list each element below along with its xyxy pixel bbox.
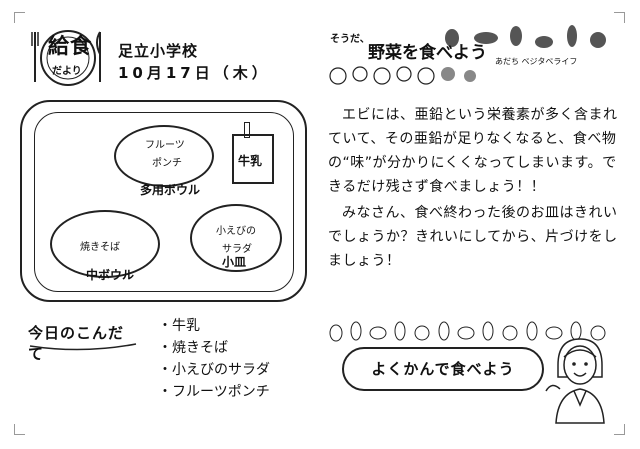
milk-label: 牛乳 bbox=[238, 154, 263, 168]
medium-bowl bbox=[50, 210, 160, 278]
issue-date: 10月17日（木） bbox=[118, 64, 271, 82]
crop-mark-bottom-right bbox=[614, 424, 625, 435]
large-bowl-item-line-2: ポンチ bbox=[152, 158, 182, 169]
newsletter-logo: 給食 だより bbox=[30, 24, 102, 90]
menu-heading: 今日のこんだて bbox=[28, 316, 138, 363]
small-plate-item-line-2: サラダ bbox=[222, 244, 252, 255]
vegetable-row-icon bbox=[329, 321, 606, 342]
lunch-tray-inner bbox=[34, 112, 294, 292]
large-bowl bbox=[114, 125, 214, 187]
article-body: エビには、亜鉛という栄養素が多く含まれていて、その亜鉛が足りなくなると、食べ物の… bbox=[328, 103, 618, 273]
slogan-text: よくかんで食べよう bbox=[371, 360, 515, 378]
plate-icon bbox=[31, 30, 101, 86]
medium-bowl-label: 中ボウル bbox=[86, 268, 135, 282]
school-name: 足立小学校 bbox=[118, 42, 199, 60]
crop-mark-top-left bbox=[14, 12, 25, 23]
nutritionist-illustration bbox=[544, 335, 616, 425]
article-paragraph: みなさん、食べ終わった後のお皿はきれいでしょうか？きれいにしてから、片づけをしま… bbox=[328, 205, 618, 269]
milk-carton: 牛乳 bbox=[232, 122, 274, 184]
vegetable-banner bbox=[326, 24, 614, 90]
logo-title: 給食 bbox=[48, 34, 92, 58]
small-plate-item-line-1: 小えびの bbox=[216, 226, 256, 237]
large-bowl-label: 多用ボウル bbox=[140, 183, 201, 197]
straw-icon bbox=[244, 122, 250, 138]
small-plate-label: 小皿 bbox=[222, 255, 247, 269]
article-paragraph: エビには、亜鉛という栄養素が多く含まれていて、その亜鉛が足りなくなると、食べ物の… bbox=[328, 107, 618, 195]
medium-bowl-item: 焼きそば bbox=[80, 242, 120, 253]
menu-heading-underline bbox=[29, 343, 137, 351]
large-bowl-item-line-1: フルーツ bbox=[145, 140, 185, 151]
small-plate bbox=[190, 204, 282, 272]
vegetable-divider bbox=[326, 319, 616, 343]
menu-heading-text: 今日のこんだて bbox=[28, 324, 125, 363]
crop-mark-bottom-left bbox=[14, 424, 25, 435]
crop-mark-top-right bbox=[614, 12, 625, 23]
menu-list: ・牛乳 ・焼きそば ・小えびのサラダ ・フルーツポンチ bbox=[158, 315, 270, 403]
slogan-bubble: よくかんで食べよう bbox=[342, 347, 544, 391]
banner-title: 野菜を食べよう bbox=[368, 43, 487, 63]
vegetables-illustration bbox=[329, 25, 606, 85]
person-icon bbox=[545, 338, 605, 424]
menu-item: ・フルーツポンチ bbox=[158, 384, 270, 400]
menu-item: ・小えびのサラダ bbox=[158, 362, 270, 378]
menu-item: ・牛乳 bbox=[158, 318, 200, 334]
logo-subtitle: だより bbox=[52, 66, 82, 77]
banner-prefix: そうだ、 bbox=[330, 34, 370, 45]
banner-subtitle: あだち ベジタベライフ bbox=[495, 57, 578, 66]
menu-item: ・焼きそば bbox=[158, 340, 228, 356]
lunch-tray bbox=[20, 100, 307, 302]
